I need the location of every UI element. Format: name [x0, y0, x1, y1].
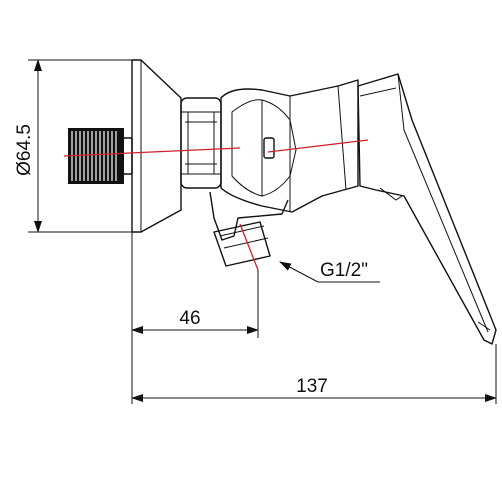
diameter-label: Ø64.5	[14, 124, 35, 176]
hex-union-nut	[180, 97, 222, 189]
diameter-dimension: Ø64.5	[14, 59, 132, 233]
overall-length-dimension: 137	[131, 344, 497, 404]
threaded-inlet	[68, 128, 133, 184]
thread-label: G1/2"	[320, 260, 368, 281]
overall-length-label: 137	[296, 376, 328, 397]
wall-flange	[131, 59, 182, 233]
mixer-body	[220, 79, 359, 213]
lever-handle	[357, 73, 497, 345]
centre-axes	[63, 139, 369, 271]
offset-label: 46	[179, 308, 200, 329]
outlet-spout	[209, 191, 289, 267]
offset-dimension: 46	[131, 232, 259, 404]
thread-callout: G1/2"	[279, 260, 380, 283]
